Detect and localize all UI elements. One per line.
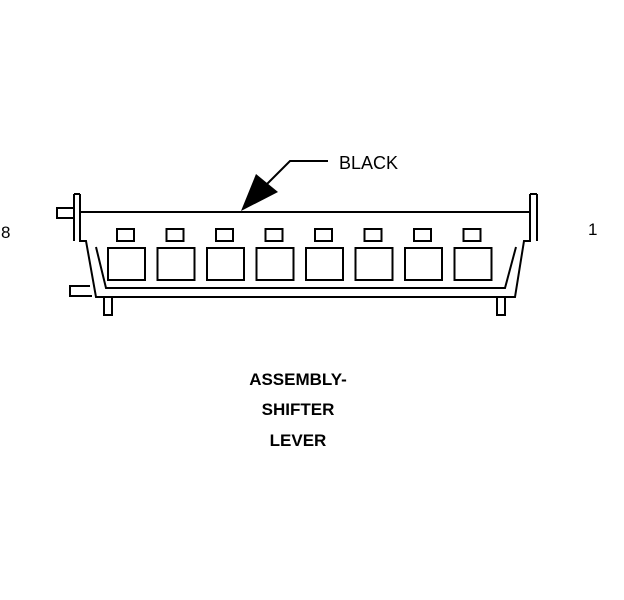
title-line-3: LEVER — [269, 431, 327, 450]
cavity-terminal-3 — [354, 247, 394, 281]
cavity-terminal-2 — [404, 247, 443, 281]
connector-outline — [56, 193, 538, 316]
cavity-latch-7 — [165, 228, 185, 242]
title-line-1: ASSEMBLY- — [249, 370, 347, 389]
connector-cavities — [107, 228, 493, 281]
title-line-2: SHIFTER — [261, 400, 335, 419]
cavity-terminal-8 — [107, 247, 146, 281]
cavity-terminal-7 — [156, 247, 196, 281]
pin-1-label: 1 — [588, 220, 598, 239]
cavity-latch-1 — [462, 228, 482, 242]
black-leader-arrow — [241, 160, 328, 211]
cavity-terminal-1 — [453, 247, 493, 281]
cavity-latch-5 — [264, 228, 284, 242]
cavity-latch-4 — [314, 228, 333, 242]
cavity-terminal-5 — [255, 247, 295, 281]
connector-color-label: BLACK — [339, 153, 399, 173]
cavity-latch-3 — [363, 228, 383, 242]
cavity-latch-8 — [116, 228, 135, 242]
cavity-latch-2 — [413, 228, 432, 242]
pin-8-label: 8 — [1, 223, 11, 242]
cavity-latch-6 — [215, 228, 234, 242]
cavity-terminal-6 — [206, 247, 245, 281]
cavity-terminal-4 — [305, 247, 344, 281]
